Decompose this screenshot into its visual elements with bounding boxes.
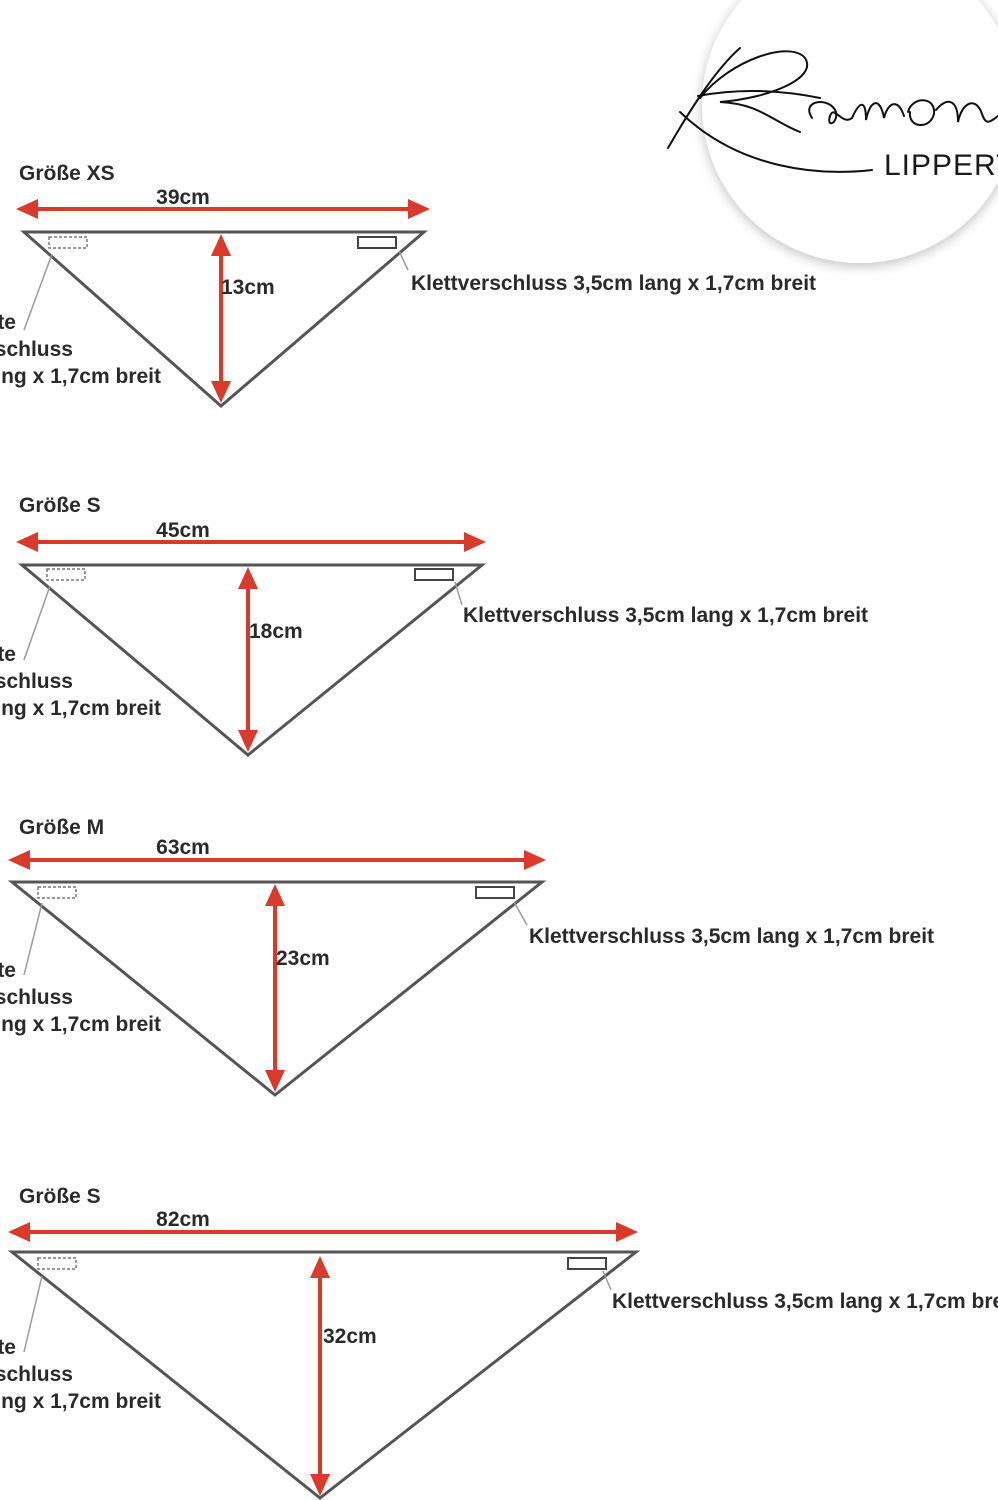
size-title: Größe XS xyxy=(19,162,115,185)
velcro-note-left-line: schluss xyxy=(0,986,73,1009)
width-arrowhead-left xyxy=(16,532,38,552)
velcro-patch-back xyxy=(37,1257,77,1270)
width-label: 63cm xyxy=(156,836,210,859)
height-arrowhead-bottom xyxy=(211,381,231,403)
logo-script-signature xyxy=(667,47,998,173)
velcro-note-left-line: te xyxy=(0,311,16,334)
height-label: 13cm xyxy=(221,276,275,299)
logo-subtitle: LIPPERT xyxy=(884,149,998,182)
height-arrowhead-top xyxy=(310,1256,330,1278)
size-figure-1: Größe XS 39cm 13cm Klettverschluss 3,5cm la… xyxy=(0,162,816,408)
logo-circle xyxy=(702,0,998,263)
velcro-leader-right xyxy=(454,581,463,606)
width-label: 82cm xyxy=(156,1208,210,1231)
width-arrowhead-right xyxy=(408,199,430,219)
velcro-leader-right xyxy=(398,250,409,271)
width-arrowhead-left xyxy=(8,850,30,870)
bandana-outline xyxy=(17,563,487,757)
height-arrowhead-top xyxy=(211,234,231,256)
velcro-patch-back xyxy=(48,236,88,249)
velcro-note-left-line: te xyxy=(0,959,16,982)
bandana-outline xyxy=(20,230,429,408)
size-figure-4: Größe S 82cm 32cm Klettverschluss 3,5cm lan… xyxy=(0,1185,998,1500)
velcro-note-left-line: ng x 1,7cm breit xyxy=(1,365,161,388)
velcro-patch-front xyxy=(414,568,454,581)
height-arrowhead-top xyxy=(265,884,285,906)
velcro-leader-left xyxy=(23,585,51,661)
brand-logo: LIPPERT xyxy=(667,0,998,263)
height-arrowhead-bottom xyxy=(265,1070,285,1092)
height-arrowhead-bottom xyxy=(238,730,258,752)
size-title: Größe M xyxy=(19,816,104,839)
velcro-leader-right xyxy=(602,1270,612,1291)
velcro-note-right: Klettverschluss 3,5cm lang x 1,7cm breit xyxy=(529,925,934,948)
bandana-outline xyxy=(7,880,547,1097)
width-arrowhead-right xyxy=(464,532,486,552)
velcro-leader-left xyxy=(23,902,43,976)
width-arrowhead-right xyxy=(524,850,546,870)
height-arrowhead-top xyxy=(238,567,258,589)
width-arrowhead-right xyxy=(616,1222,638,1242)
bandana-outline xyxy=(7,1250,641,1500)
velcro-leader-left xyxy=(23,1275,43,1353)
width-arrowhead-left xyxy=(16,199,38,219)
width-label: 45cm xyxy=(156,519,210,542)
height-label: 18cm xyxy=(249,620,303,643)
velcro-note-left-line: schluss xyxy=(0,670,73,693)
velcro-note-left-line: schluss xyxy=(0,338,73,361)
width-label: 39cm xyxy=(156,186,210,209)
velcro-note-right: Klettverschluss 3,5cm lang x 1,7cm breit xyxy=(463,604,868,627)
height-arrowhead-bottom xyxy=(310,1474,330,1496)
height-label: 32cm xyxy=(323,1325,377,1348)
velcro-note-left-line: ng x 1,7cm breit xyxy=(1,697,161,720)
velcro-note-left-line: te xyxy=(0,1336,16,1359)
velcro-patch-front xyxy=(357,236,397,249)
height-label: 23cm xyxy=(276,947,330,970)
velcro-note-left-line: ng x 1,7cm breit xyxy=(1,1390,161,1413)
velcro-patch-back xyxy=(46,568,86,581)
size-figure-2: Größe S 45cm 18cm Klettverschluss 3,5cm lan… xyxy=(0,494,868,757)
size-title: Größe S xyxy=(19,1185,101,1208)
velcro-note-left-line: schluss xyxy=(0,1363,73,1386)
velcro-patch-back xyxy=(37,886,77,899)
velcro-note-right: Klettverschluss 3,5cm lang x 1,7cm breit xyxy=(612,1290,998,1313)
velcro-leader-left xyxy=(23,253,53,331)
velcro-note-left-line: ng x 1,7cm breit xyxy=(1,1013,161,1036)
velcro-note-left-line: te xyxy=(0,643,16,666)
size-title: Größe S xyxy=(19,494,101,517)
width-arrowhead-left xyxy=(8,1222,30,1242)
velcro-patch-front xyxy=(475,886,515,899)
velcro-leader-right xyxy=(513,901,528,926)
velcro-patch-front xyxy=(567,1257,607,1270)
velcro-note-right: Klettverschluss 3,5cm lang x 1,7cm breit xyxy=(411,272,816,295)
size-figure-3: Größe M 63cm 23cm Klettverschluss 3,5cm lan… xyxy=(0,816,934,1097)
